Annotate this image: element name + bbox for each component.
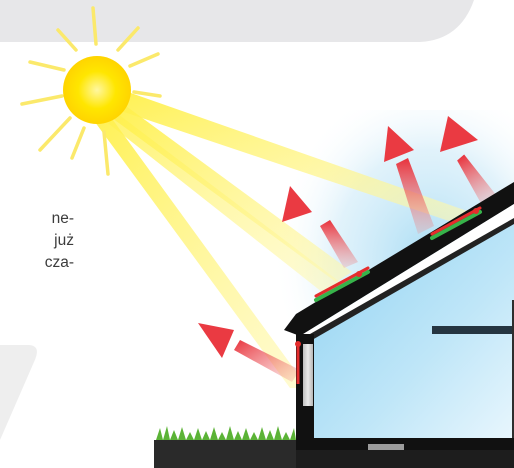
grass-icon: [156, 426, 296, 440]
solar-panel: [314, 266, 370, 302]
ground-slab: [154, 440, 296, 468]
sun-beam: [118, 92, 470, 222]
sun-rays: [20, 6, 162, 176]
text-fragment-1: ne-: [51, 210, 74, 227]
up-arrow-icon: [198, 323, 300, 382]
floor-slab: [296, 450, 514, 468]
up-arrow-icon: [384, 126, 434, 234]
sun-core: [63, 56, 131, 124]
text-fragment-3: cza-: [44, 254, 74, 271]
header-band: [0, 0, 514, 42]
cropped-text-block: ne- już cza-: [0, 208, 74, 274]
roof-insulation: [300, 204, 514, 336]
ceiling-beam: [432, 326, 514, 334]
heat-arrows: [198, 116, 499, 382]
house-icon: [154, 182, 514, 468]
house-floor: [296, 438, 514, 450]
solar-panel: [430, 206, 482, 240]
sun-beams: [92, 92, 470, 388]
house-interior: [314, 218, 514, 438]
interior-wall: [512, 300, 514, 438]
up-arrow-icon: [282, 186, 358, 268]
text-fragment-2: już: [54, 232, 74, 249]
wall-window: [303, 344, 313, 406]
sun-beam: [92, 116, 308, 388]
roof-inner-edge: [310, 218, 514, 340]
up-arrow-icon: [440, 116, 499, 207]
sun-beam: [112, 106, 352, 282]
sun-icon: [20, 6, 162, 176]
wall-marker-dot: [295, 341, 301, 347]
left-panel: [0, 345, 37, 440]
floor-vent: [368, 444, 404, 450]
sun-beam: [104, 114, 340, 292]
